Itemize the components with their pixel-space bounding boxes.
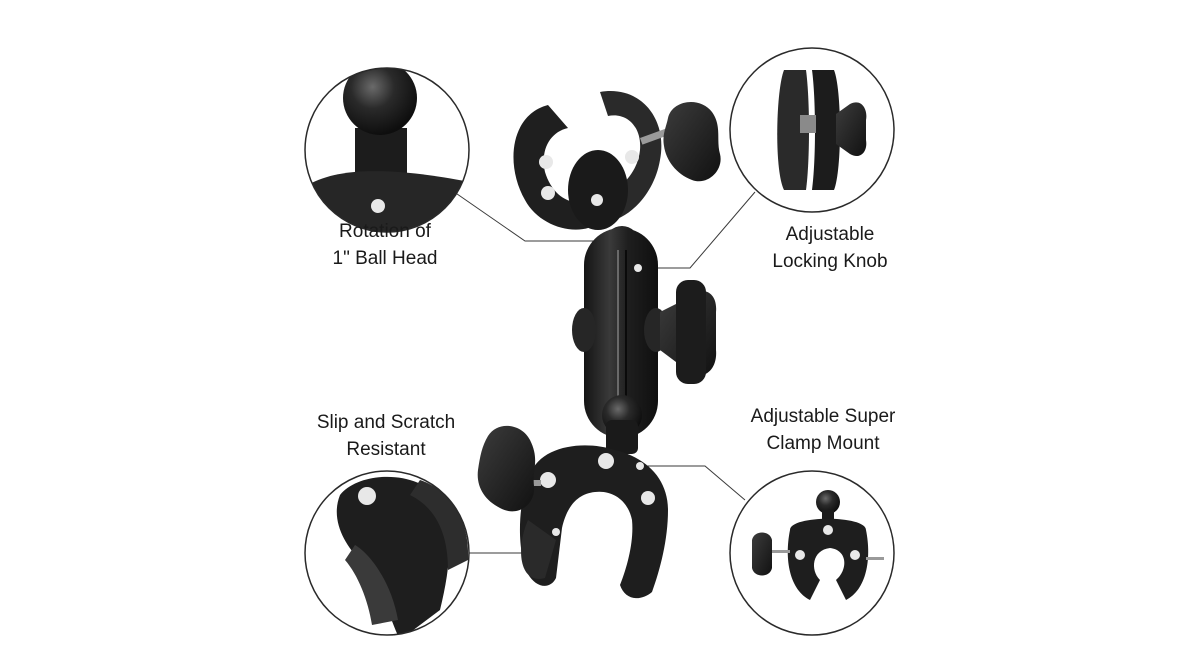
callout-super-clamp-line1: Adjustable Super xyxy=(750,406,896,427)
callout-super-clamp-line2: Clamp Mount xyxy=(766,433,880,454)
bottom-clamp xyxy=(477,395,668,599)
callout-slip-resistant: Slip and Scratch Resistant xyxy=(296,409,476,463)
leader-line-ball xyxy=(446,186,622,242)
callout-slip-resistant-line2: Resistant xyxy=(346,439,426,460)
callout-slip-resistant-line1: Slip and Scratch xyxy=(316,412,456,433)
detail-circle-locking-knob xyxy=(729,47,895,213)
leader-line-clamp xyxy=(640,465,746,501)
callout-super-clamp: Adjustable Super Clamp Mount xyxy=(723,403,923,457)
double-socket-arm xyxy=(572,228,717,438)
detail-circle-slip-resistant xyxy=(304,470,470,636)
callout-locking-knob-line1: Adjustable xyxy=(785,224,875,245)
callout-locking-knob: Adjustable Locking Knob xyxy=(745,221,915,275)
detail-circle-ball-head xyxy=(304,67,470,233)
callout-ball-head-line2: 1" Ball Head xyxy=(332,248,438,269)
callout-ball-head: Rotation of 1" Ball Head xyxy=(300,218,470,272)
callout-locking-knob-line2: Locking Knob xyxy=(772,251,888,272)
callout-ball-head-line1: Rotation of xyxy=(339,221,431,242)
detail-circle-super-clamp xyxy=(729,470,895,636)
